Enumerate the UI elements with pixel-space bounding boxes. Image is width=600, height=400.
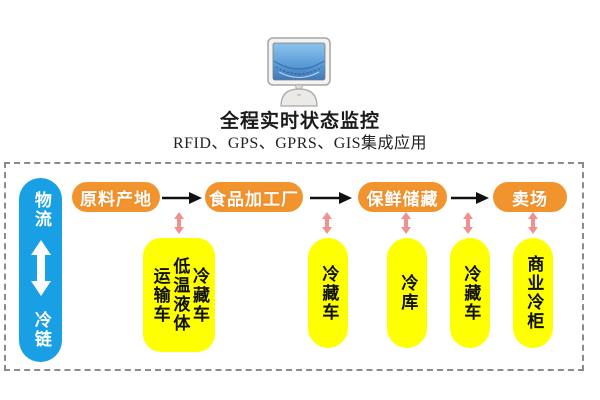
station-label: 卖场: [512, 189, 548, 209]
right-arrow-icon: [310, 191, 352, 205]
equipment-label: 商业冷柜: [524, 255, 544, 331]
diagram-dashed-frame: [4, 162, 584, 371]
station-label: 原料产地: [80, 189, 152, 209]
equipment-refrigerated-truck: 冷藏车: [450, 238, 490, 348]
up-down-arrow-icon: [29, 239, 53, 301]
equipment-column: 冷藏车: [190, 266, 210, 324]
equipment-label: 冷藏车: [461, 264, 481, 322]
up-down-arrow-icon: [462, 212, 474, 234]
right-arrow-icon: [451, 191, 489, 205]
station-raw-material-origin: 原料产地: [72, 182, 160, 212]
equipment-label: 冷库: [398, 274, 418, 312]
station-market: 卖场: [493, 182, 567, 212]
up-down-arrow-icon: [527, 212, 539, 234]
up-down-arrow-icon: [173, 212, 185, 234]
station-label: 食品加工厂: [209, 189, 299, 209]
equipment-label: 冷藏车: [319, 264, 339, 322]
equipment-refrigerated-truck: 冷藏车: [308, 238, 348, 348]
up-down-arrow-icon: [321, 212, 333, 234]
up-down-arrow-icon: [400, 212, 412, 234]
diagram-title: 全程实时状态监控: [219, 111, 380, 132]
chain-legend-pill: 物流 冷链: [19, 178, 62, 362]
diagram-subtitle: RFID、GPS、GPRS、GIS集成应用: [172, 135, 428, 152]
equipment-column: 低温液体: [170, 257, 190, 333]
equipment-column: 运输车: [150, 266, 170, 324]
station-label: 保鲜储藏: [366, 189, 439, 209]
equipment-cold-storage: 冷库: [387, 238, 427, 348]
station-food-processing-plant: 食品加工厂: [205, 182, 303, 212]
equipment-commercial-freezer: 商业冷柜: [513, 238, 553, 348]
chain-legend-top-label: 物流: [31, 191, 51, 229]
computer-monitor-icon: [264, 37, 334, 107]
station-fresh-keeping-storage: 保鲜储藏: [358, 182, 447, 212]
chain-legend-bottom-label: 冷链: [31, 311, 51, 349]
right-arrow-icon: [162, 191, 202, 205]
equipment-transport-vehicles-box: 运输车 低温液体 冷藏车: [143, 238, 215, 352]
